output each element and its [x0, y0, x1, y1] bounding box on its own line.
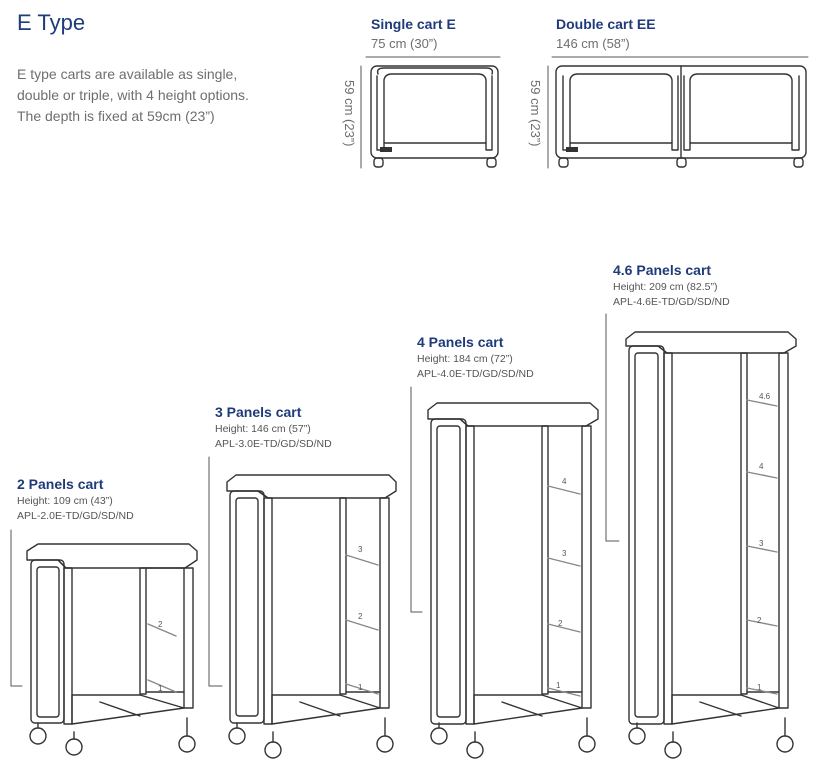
dimension-lines	[360, 56, 809, 169]
double-cart-front-drawing	[555, 65, 807, 168]
intro-text: E type carts are available as single, do…	[17, 64, 317, 127]
cart-2-drawing	[26, 543, 198, 756]
double-cart-width: 146 cm (58”)	[556, 36, 630, 51]
cart-3-drawing	[226, 474, 397, 759]
single-cart-title: Single cart E	[371, 16, 456, 32]
cart-2-specs: Height: 109 cm (43”) APL-2.0E-TD/GD/SD/N…	[17, 494, 134, 524]
cart-2-height: Height: 109 cm (43”)	[17, 495, 113, 507]
cart-4-slot-2: 2	[558, 619, 563, 628]
cart-46-slot-4: 4	[759, 462, 764, 471]
cart-4-slot-4: 4	[562, 477, 567, 486]
cart-3-slot-2: 2	[358, 612, 363, 621]
cart-4-code: APL-4.0E-TD/GD/SD/ND	[417, 368, 534, 380]
cart-3-specs: Height: 146 cm (57”) APL-3.0E-TD/GD/SD/N…	[215, 422, 332, 452]
intro-line-1: E type carts are available as single,	[17, 66, 238, 82]
cart-3-title: 3 Panels cart	[215, 404, 302, 420]
cart-2-code: APL-2.0E-TD/GD/SD/ND	[17, 510, 134, 522]
single-cart-width: 75 cm (30”)	[371, 36, 438, 51]
cart-4-height: Height: 184 cm (72”)	[417, 353, 513, 365]
cart-46-height: Height: 209 cm (82.5”)	[613, 281, 718, 293]
cart-46-specs: Height: 209 cm (82.5”) APL-4.6E-TD/GD/SD…	[613, 280, 730, 310]
cart-4-slot-1: 1	[556, 681, 561, 690]
cart-46-drawing	[625, 331, 797, 759]
cart-4-specs: Height: 184 cm (72”) APL-4.0E-TD/GD/SD/N…	[417, 352, 534, 382]
cart-2-slot-2: 2	[158, 620, 163, 629]
cart-4-title: 4 Panels cart	[417, 334, 504, 350]
cart-3-slot-1: 1	[358, 683, 363, 692]
cart-3-slot-3: 3	[358, 545, 363, 554]
cart-46-slot-4.6: 4.6	[759, 392, 771, 401]
cart-2-title: 2 Panels cart	[17, 476, 104, 492]
single-cart-front-drawing	[370, 65, 499, 168]
cart-46-slot-3: 3	[759, 539, 764, 548]
cart-46-code: APL-4.6E-TD/GD/SD/ND	[613, 296, 730, 308]
cart-46-title: 4.6 Panels cart	[613, 262, 712, 278]
cart-4-drawing	[427, 402, 599, 759]
cart-3-height: Height: 146 cm (57”)	[215, 423, 311, 435]
intro-line-3: The depth is fixed at 59cm (23”)	[17, 108, 215, 124]
cart-4-slot-3: 3	[562, 549, 567, 558]
height-lines	[10, 313, 620, 687]
page-title: E Type	[17, 10, 86, 35]
cart-46-slot-1: 1	[757, 683, 762, 692]
double-cart-title: Double cart EE	[556, 16, 656, 32]
cart-2-slot-1: 1	[158, 684, 163, 693]
cart-3-code: APL-3.0E-TD/GD/SD/ND	[215, 438, 332, 450]
intro-line-2: double or triple, with 4 height options.	[17, 87, 249, 103]
cart-46-slot-2: 2	[757, 616, 762, 625]
